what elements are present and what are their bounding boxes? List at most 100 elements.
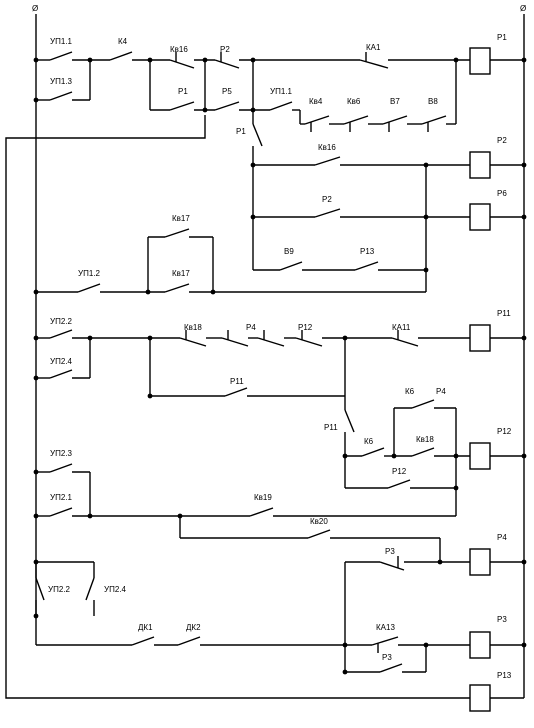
label-up1-2: УП1.2 (78, 269, 101, 278)
contact-p12-2 (295, 330, 323, 347)
contact-p2-r5 (314, 208, 341, 218)
label-k6a: К6 (405, 387, 415, 396)
contact-p3 (379, 556, 405, 571)
label-dk2: ДК2 (186, 623, 201, 632)
label-p11-switch: Р11 (324, 423, 338, 432)
contact-p1-r2 (169, 101, 195, 111)
contact-dk2 (177, 636, 201, 646)
coil-p13 (469, 684, 491, 712)
coil-p3 (469, 631, 491, 659)
contact-up1-1a (49, 51, 73, 61)
contact-v8 (421, 115, 447, 132)
labels: УП1.1 УП1.3 К4 Кв16 Р2 КА1 Р1 Р5 УП1.1 К… (48, 33, 512, 680)
contact-ka11 (391, 330, 419, 347)
contact-up1-3 (49, 91, 73, 101)
contact-up2-4a (49, 369, 73, 379)
label-p5: Р5 (222, 87, 232, 96)
contact-kv18a (179, 330, 207, 347)
contact-up2-2a (49, 329, 73, 339)
label-kv16b: Кв16 (318, 143, 336, 152)
label-kv18b: Кв18 (416, 435, 434, 444)
contact-kv18b (411, 447, 435, 457)
left-rail-label: Ø (32, 4, 38, 13)
contact-kv17b (164, 283, 190, 293)
label-kv16a: Кв16 (170, 45, 188, 54)
coil-p2 (469, 151, 491, 179)
right-rail-label: Ø (520, 4, 526, 13)
label-p13: Р13 (360, 247, 375, 256)
contact-kv4 (304, 115, 330, 132)
contact-kv17a (164, 228, 190, 238)
label-coil-p13: Р13 (497, 671, 512, 680)
label-v7: В7 (390, 97, 400, 106)
label-up1-3: УП1.3 (50, 77, 73, 86)
contact-p1-switch (252, 123, 263, 147)
label-p12: Р12 (298, 323, 313, 332)
label-p3: Р3 (385, 547, 395, 556)
label-coil-p3: Р3 (497, 615, 507, 624)
label-kv4: Кв4 (309, 97, 323, 106)
contact-dk1 (131, 636, 155, 646)
label-up1-1b: УП1.1 (270, 87, 293, 96)
label-dk1: ДК1 (138, 623, 153, 632)
label-v9: В9 (284, 247, 294, 256)
contact-k4 (109, 51, 133, 61)
label-coil-p12: Р12 (497, 427, 512, 436)
contact-p11-switch (344, 409, 355, 433)
label-coil-p2: Р2 (497, 136, 507, 145)
label-up2-3: УП2.3 (50, 449, 73, 458)
label-ka11: КА11 (392, 323, 411, 332)
power-rails: Ø Ø (5, 4, 526, 699)
contact-p3-b (379, 663, 403, 673)
label-k6b: К6 (364, 437, 374, 446)
label-v8: В8 (428, 97, 438, 106)
contact-kv19 (249, 507, 274, 517)
label-p4-b: Р4 (436, 387, 446, 396)
label-p2-r1: Р2 (220, 45, 230, 54)
contact-v9 (279, 261, 303, 271)
contact-ka1 (359, 52, 389, 69)
coil-p12 (469, 442, 491, 470)
contact-p5 (214, 101, 240, 111)
label-up2-2b: УП2.2 (48, 585, 71, 594)
label-ka13: КА13 (376, 623, 395, 632)
wiring (35, 59, 524, 699)
label-kv18a: Кв18 (184, 323, 202, 332)
contact-up2-4b (85, 577, 95, 601)
label-up2-2a: УП2.2 (50, 317, 73, 326)
label-p11: Р11 (230, 377, 244, 386)
label-up1-1a: УП1.1 (50, 37, 73, 46)
contact-up2-1 (49, 507, 73, 517)
coil-p11 (469, 324, 491, 352)
contacts (35, 51, 447, 673)
contact-k6a (411, 399, 435, 409)
coil-p4 (469, 548, 491, 576)
contact-kv16b (314, 156, 341, 166)
contact-up1-2 (77, 283, 101, 293)
coil-p1 (469, 47, 491, 75)
contact-kv20 (307, 529, 331, 539)
label-p1-r2: Р1 (178, 87, 188, 96)
contact-p2-r1 (214, 52, 240, 69)
label-kv17a: Кв17 (172, 214, 190, 223)
contact-ka13 (371, 636, 399, 653)
coils (469, 47, 491, 712)
label-up2-4a: УП2.4 (50, 357, 73, 366)
label-coil-p6: Р6 (497, 189, 507, 198)
label-ka1: КА1 (366, 43, 381, 52)
contact-v7 (382, 115, 408, 132)
coil-p6 (469, 203, 491, 231)
contact-p4 (221, 330, 249, 347)
contact-p13 (354, 261, 379, 271)
label-kv6: Кв6 (347, 97, 361, 106)
junctions (33, 57, 527, 675)
label-coil-p1: Р1 (497, 33, 507, 42)
label-up2-4b: УП2.4 (104, 585, 127, 594)
contact-up1-1b (269, 101, 293, 111)
label-kv17b: Кв17 (172, 269, 190, 278)
contact-up2-3 (49, 463, 73, 473)
contact-p12-b (387, 479, 411, 489)
label-p12-b: Р12 (392, 467, 407, 476)
label-p1-switch: Р1 (236, 127, 246, 136)
